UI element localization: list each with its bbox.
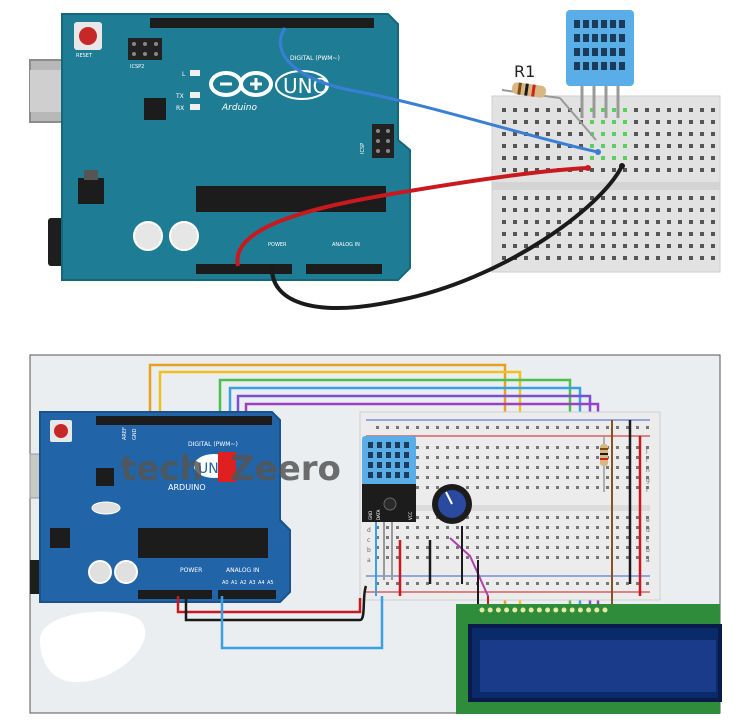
- svg-text:d: d: [646, 527, 650, 534]
- bottom-pin-a2: A2: [240, 580, 247, 586]
- top-led-tx: [190, 92, 200, 98]
- bottom-wire-red-power: [176, 596, 362, 614]
- svg-text:b: b: [646, 547, 650, 554]
- svg-text:b: b: [367, 547, 371, 554]
- top-arduino-brand: Arduino: [221, 103, 257, 113]
- svg-text:j: j: [645, 447, 648, 454]
- top-capacitor-1: [133, 221, 163, 251]
- bottom-regulator: [50, 528, 70, 548]
- top-capacitor-2: [169, 221, 199, 251]
- bottom-analog-label: ANALOG IN: [226, 567, 259, 574]
- top-reset-label: RESET: [76, 53, 93, 59]
- bottom-potentiometer[interactable]: [432, 484, 472, 524]
- top-analog-header: [306, 264, 382, 274]
- svg-text:c: c: [367, 537, 370, 544]
- dht-gnd-label: GND: [368, 511, 373, 520]
- bottom-power-header: [138, 590, 212, 599]
- top-resistor-r1: [501, 82, 597, 141]
- top-icsp-right-header: [372, 124, 394, 158]
- top-digital-header: [150, 18, 374, 28]
- svg-text:h: h: [646, 467, 650, 474]
- top-wire-vcc: [235, 166, 589, 267]
- svg-text:d: d: [367, 527, 371, 534]
- dht-vcc-label: VCC: [408, 511, 413, 520]
- watermark-logo-mark: [218, 452, 236, 482]
- bottom-digital-label: DIGITAL (PWM~): [188, 441, 238, 448]
- top-diagram: RESET ICSP2 DIGITAL (PWM~) L TX RX Ardui…: [29, 10, 721, 310]
- dht-data-label: DATA: [376, 509, 381, 520]
- bottom-small-chip: [96, 468, 114, 486]
- top-wire-data: [278, 27, 599, 154]
- top-uno-badge: UNO: [275, 70, 329, 100]
- svg-text:c: c: [646, 537, 649, 544]
- bottom-aref-label: AREF: [122, 427, 128, 440]
- top-led-rx-label: RX: [176, 105, 184, 112]
- svg-text:g: g: [646, 477, 650, 484]
- top-wire-gnd: [269, 165, 624, 310]
- bottom-gnd-label: GND: [132, 428, 138, 440]
- top-power-header: [196, 264, 292, 274]
- top-digital-label: DIGITAL (PWM~): [290, 55, 340, 62]
- top-arduino-board: [61, 13, 411, 281]
- top-led-l-label: L: [182, 71, 186, 78]
- bottom-capacitor-2: [114, 560, 138, 584]
- bottom-crystal: [91, 501, 121, 515]
- top-arduino-logo: [209, 71, 273, 97]
- bottom-power-label: POWER: [180, 567, 202, 574]
- top-icsp2-header: [128, 38, 162, 60]
- bottom-dht-module: [362, 436, 416, 596]
- svg-text:a: a: [646, 557, 650, 564]
- top-analog-label: ANALOG IN: [332, 242, 360, 248]
- top-regulator: [78, 178, 104, 204]
- svg-text:a: a: [367, 557, 371, 564]
- bottom-arduino-brand: ARDUINO: [168, 483, 206, 492]
- watermark-logo-right: Zeero: [230, 449, 341, 489]
- top-icsp2-label: ICSP2: [130, 64, 144, 70]
- bottom-pin-a4: A4: [258, 580, 265, 586]
- bottom-analog-header: [218, 590, 276, 599]
- bottom-wire-blue-a0: [220, 596, 384, 650]
- bottom-pin-a3: A3: [249, 580, 256, 586]
- svg-text:i: i: [646, 457, 648, 464]
- bottom-pin-a0: A0: [222, 580, 229, 586]
- bottom-diagram: j i h g f e d c b a j i h g f e d c b a …: [29, 354, 722, 714]
- bottom-digital-header: [96, 416, 272, 425]
- top-icsp-right-label: ICSP: [360, 143, 366, 154]
- svg-text:UNO: UNO: [283, 74, 328, 98]
- watermark-logo-left: tech: [120, 449, 204, 489]
- top-led-l: [190, 70, 200, 76]
- top-resistor-label: R1: [514, 62, 535, 81]
- bottom-capacitor-1: [88, 560, 112, 584]
- bottom-pin-a1: A1: [231, 580, 238, 586]
- top-dht-sensor: [566, 10, 634, 118]
- svg-text:e: e: [646, 517, 650, 524]
- top-breadboard-holes: [502, 108, 715, 260]
- bottom-microcontroller: [138, 528, 268, 558]
- bottom-resistor: [600, 436, 608, 492]
- top-led-tx-label: TX: [175, 93, 184, 100]
- top-small-chip: [144, 98, 166, 120]
- top-led-rx: [190, 104, 200, 110]
- bottom-lcd-display: [456, 604, 722, 714]
- svg-text:f: f: [646, 487, 649, 494]
- top-power-label: POWER: [268, 242, 287, 248]
- bottom-wire-black-gnd: [184, 585, 368, 622]
- bottom-pin-a5: A5: [267, 580, 274, 586]
